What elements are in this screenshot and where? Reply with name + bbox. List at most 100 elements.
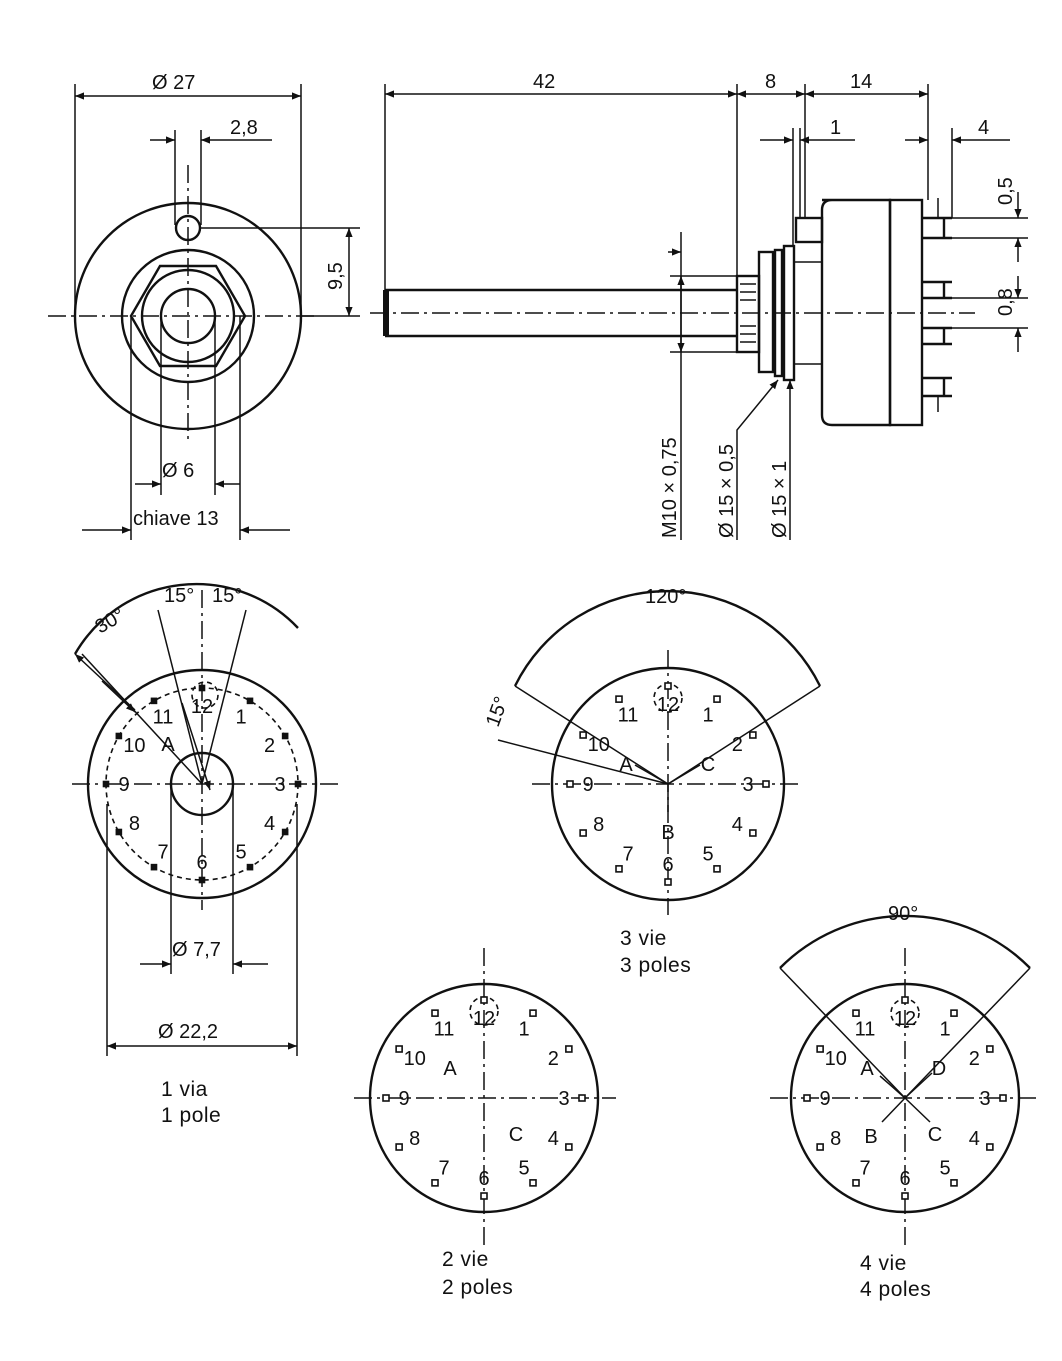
- layout-3-poles: 120° 15° 3 vie 3 poles: [482, 586, 822, 977]
- rotor-label: C: [509, 1124, 523, 1146]
- pin-label: 11: [855, 1019, 876, 1041]
- pin-label: 1: [235, 706, 246, 728]
- contact-marker: [565, 1045, 573, 1053]
- pin-label: 2: [548, 1048, 559, 1070]
- layout-2-caption-line1: 2 vie: [442, 1248, 489, 1271]
- layout-3-caption-line2: 3 poles: [620, 954, 691, 977]
- pin-label: 11: [618, 705, 639, 727]
- layout-1-caption-line2: 1 pole: [161, 1104, 221, 1127]
- pin-label: 3: [558, 1088, 569, 1110]
- pin-label: 4: [732, 814, 743, 836]
- pin-label: 7: [859, 1157, 870, 1179]
- contact-marker: [950, 1009, 958, 1017]
- contact-marker: [579, 829, 587, 837]
- layout-2-caption-line2: 2 poles: [442, 1276, 513, 1299]
- dim-outer-diameter: Ø 27: [152, 72, 195, 94]
- contact-marker: [529, 1179, 537, 1187]
- rotor-label: A: [443, 1058, 457, 1080]
- contact-marker: [615, 865, 623, 873]
- pin-label: 9: [819, 1088, 830, 1110]
- pin-label: 5: [702, 843, 713, 865]
- contact-marker: [803, 1094, 811, 1102]
- pin-label: 8: [830, 1128, 841, 1150]
- front-view: Ø 27 2,8 9,5 Ø 6 chiave 13: [48, 72, 360, 540]
- dim-thread: M10 × 0,75: [659, 437, 681, 538]
- contact-marker: [852, 1009, 860, 1017]
- contact-marker: [901, 996, 909, 1004]
- pin-label: 6: [478, 1168, 489, 1190]
- contact-marker: [294, 780, 302, 788]
- contact-marker: [615, 695, 623, 703]
- pin-label: 12: [473, 1008, 495, 1030]
- contact-marker: [762, 780, 770, 788]
- dim-key-height: 9,5: [325, 262, 347, 290]
- contact-marker: [382, 1094, 390, 1102]
- contact-marker: [664, 682, 672, 690]
- rotor-label: B: [864, 1126, 877, 1148]
- contact-marker: [480, 1192, 488, 1200]
- dim-bushing-length: 8: [765, 71, 776, 93]
- rotor-label: C: [928, 1124, 942, 1146]
- dim-shaft-diameter: Ø 6: [162, 460, 194, 482]
- pin-label: 11: [153, 706, 174, 728]
- layout-2-poles: 2 vie 2 poles: [354, 948, 616, 1299]
- contact-marker: [431, 1179, 439, 1187]
- contact-marker: [579, 731, 587, 739]
- angle-30-label: 30°: [92, 604, 129, 638]
- contact-marker: [901, 1192, 909, 1200]
- pin-label: 5: [235, 842, 246, 864]
- contact-marker: [102, 780, 110, 788]
- contact-marker: [852, 1179, 860, 1187]
- contact-marker: [246, 863, 254, 871]
- contact-marker: [150, 697, 158, 705]
- contact-marker: [986, 1045, 994, 1053]
- contact-marker: [713, 865, 721, 873]
- dim-washer-1: Ø 15 × 0,5: [716, 444, 738, 538]
- angle-15-right-label: 15°: [212, 585, 242, 607]
- pin-label: 8: [409, 1128, 420, 1150]
- rotor-label: C: [701, 754, 715, 776]
- pin-label: 10: [123, 735, 145, 757]
- dim-pin-width: 0,5: [995, 177, 1017, 205]
- contact-marker: [198, 684, 206, 692]
- pin-label: 3: [979, 1088, 990, 1110]
- dim-pin-circle-diameter: Ø 22,2: [158, 1021, 218, 1043]
- contact-marker: [281, 828, 289, 836]
- pin-label: 4: [264, 813, 275, 835]
- pin-label: 3: [742, 774, 753, 796]
- rotor-label: D: [932, 1058, 946, 1080]
- contact-marker: [150, 863, 158, 871]
- rotor-label: A: [619, 754, 633, 776]
- pin-label: 5: [939, 1157, 950, 1179]
- dim-shaft-length: 42: [533, 71, 555, 93]
- pin-label: 4: [969, 1128, 980, 1150]
- pin-label: 6: [196, 852, 207, 874]
- rotor-label: A: [161, 734, 175, 756]
- layout-4-poles: 90° 4 vie 4 poles: [770, 903, 1040, 1301]
- angle-90-label: 90°: [888, 903, 918, 925]
- pin-label: 6: [662, 854, 673, 876]
- contact-marker: [480, 996, 488, 1004]
- contact-marker: [749, 829, 757, 837]
- contact-marker: [115, 732, 123, 740]
- contact-marker: [713, 695, 721, 703]
- pin-label: 6: [899, 1168, 910, 1190]
- contact-marker: [395, 1045, 403, 1053]
- pin-label: 8: [129, 813, 140, 835]
- dim-pin-thickness: 0,8: [995, 288, 1017, 316]
- contact-marker: [566, 780, 574, 788]
- pin-label: 3: [274, 774, 285, 796]
- pin-label: 4: [548, 1128, 559, 1150]
- contact-marker: [565, 1143, 573, 1151]
- rotor-label: A: [860, 1058, 874, 1080]
- pin-label: 2: [264, 735, 275, 757]
- dim-washer-2: Ø 15 × 1: [769, 461, 791, 538]
- layout-4-caption-line1: 4 vie: [860, 1252, 907, 1275]
- contact-marker: [816, 1045, 824, 1053]
- layout-1-caption-line1: 1 via: [161, 1078, 208, 1101]
- pin-label: 12: [657, 694, 679, 716]
- contact-marker: [578, 1094, 586, 1102]
- pin-label: 10: [588, 734, 610, 756]
